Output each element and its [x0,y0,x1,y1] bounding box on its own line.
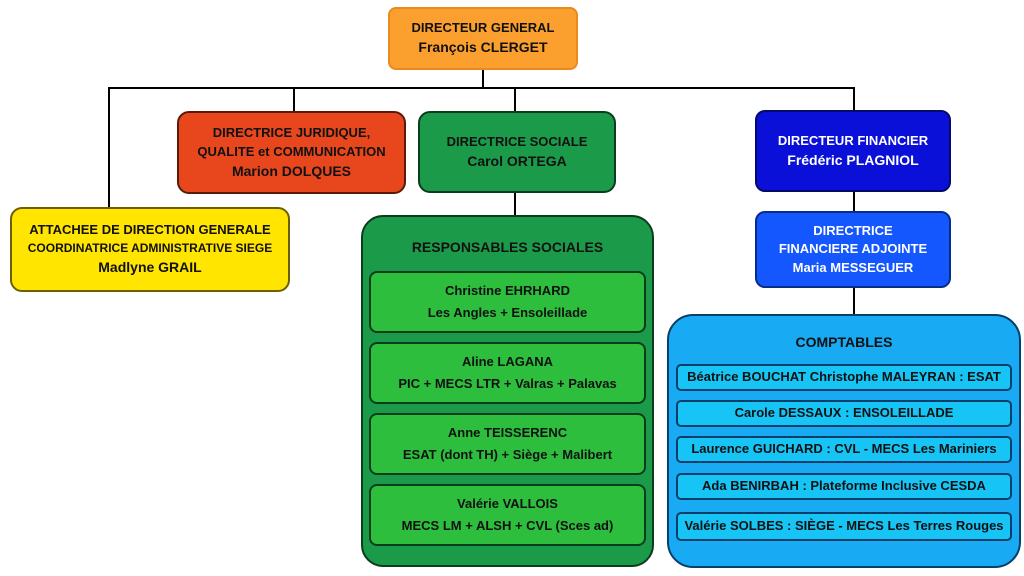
adjointe-line1: DIRECTRICE [813,223,893,239]
adjointe-line2: FINANCIERE ADJOINTE [778,241,928,257]
responsable-item: Anne TEISSERENC ESAT (dont TH) + Siège +… [369,413,646,475]
comptable-label: Valérie SOLBES : SIÈGE - MECS Les Terres… [684,518,1004,534]
connector-to-juridique [293,87,295,112]
connector-to-financier [853,87,855,111]
directrice-sociale-box: DIRECTRICE SOCIALE Carol ORTEGA [418,111,616,193]
responsable-scope: PIC + MECS LTR + Valras + Palavas [398,375,617,391]
juridique-line1: DIRECTRICE JURIDIQUE, [212,124,371,140]
connector-adjointe-to-comptables [853,287,855,315]
comptable-item: Béatrice BOUCHAT Christophe MALEYRAN : E… [676,364,1012,391]
comptable-item: Ada BENIRBAH : Plateforme Inclusive CESD… [676,473,1012,500]
attachee-direction-box: ATTACHEE DE DIRECTION GENERALE COORDINAT… [10,207,290,292]
connector-to-attachee [108,87,110,208]
responsable-name: Christine EHRHARD [445,283,570,299]
responsables-sociales-panel: RESPONSABLES SOCIALES Christine EHRHARD … [361,215,654,567]
financier-name: Frédéric PLAGNIOL [787,151,919,168]
responsable-name: Aline LAGANA [462,354,553,370]
dg-name: François CLERGET [418,39,548,56]
comptable-item: Carole DESSAUX : ENSOLEILLADE [676,400,1012,427]
connector-financier-to-adjointe [853,191,855,212]
connector-horizontal-bus [108,87,855,89]
sociale-name: Carol ORTEGA [467,152,567,169]
comptable-item: Laurence GUICHARD : CVL - MECS Les Marin… [676,436,1012,463]
dg-title: DIRECTEUR GENERAL [411,20,555,36]
directeur-general-box: DIRECTEUR GENERAL François CLERGET [388,7,578,70]
comptable-label: Béatrice BOUCHAT Christophe MALEYRAN : E… [687,369,1001,385]
directrice-financiere-adjointe-box: DIRECTRICE FINANCIERE ADJOINTE Maria MES… [755,211,951,288]
directeur-financier-box: DIRECTEUR FINANCIER Frédéric PLAGNIOL [755,110,951,192]
sociale-title: DIRECTRICE SOCIALE [446,133,588,149]
responsables-title: RESPONSABLES SOCIALES [411,239,604,255]
comptable-label: Carole DESSAUX : ENSOLEILLADE [734,405,954,421]
responsable-name: Valérie VALLOIS [457,496,558,512]
directrice-juridique-box: DIRECTRICE JURIDIQUE, QUALITE et COMMUNI… [177,111,406,194]
attachee-line1: ATTACHEE DE DIRECTION GENERALE [29,222,271,238]
comptable-item: Valérie SOLBES : SIÈGE - MECS Les Terres… [676,512,1012,541]
responsable-name: Anne TEISSERENC [447,425,568,441]
juridique-line2: QUALITE et COMMUNICATION [197,143,386,159]
attachee-line2: COORDINATRICE ADMINISTRATIVE SIEGE [27,241,273,256]
responsable-scope: Les Angles + Ensoleillade [427,304,588,320]
responsable-scope: MECS LM + ALSH + CVL (Sces ad) [401,517,614,533]
comptables-title: COMPTABLES [795,334,893,350]
responsable-item: Aline LAGANA PIC + MECS LTR + Valras + P… [369,342,646,404]
connector-to-sociale [514,87,516,112]
comptables-panel: COMPTABLES Béatrice BOUCHAT Christophe M… [667,314,1021,568]
responsable-item: Valérie VALLOIS MECS LM + ALSH + CVL (Sc… [369,484,646,546]
adjointe-name: Maria MESSEGUER [792,259,914,275]
responsable-scope: ESAT (dont TH) + Siège + Malibert [402,446,613,462]
comptable-label: Ada BENIRBAH : Plateforme Inclusive CESD… [702,478,986,494]
comptable-label: Laurence GUICHARD : CVL - MECS Les Marin… [691,441,997,457]
juridique-name: Marion DOLQUES [231,163,351,179]
attachee-name: Madlyne GRAIL [98,259,202,276]
financier-title: DIRECTEUR FINANCIER [777,132,929,148]
connector-sociale-to-responsables [514,192,516,216]
responsable-item: Christine EHRHARD Les Angles + Ensoleill… [369,271,646,333]
connector-dg-down [482,69,484,89]
